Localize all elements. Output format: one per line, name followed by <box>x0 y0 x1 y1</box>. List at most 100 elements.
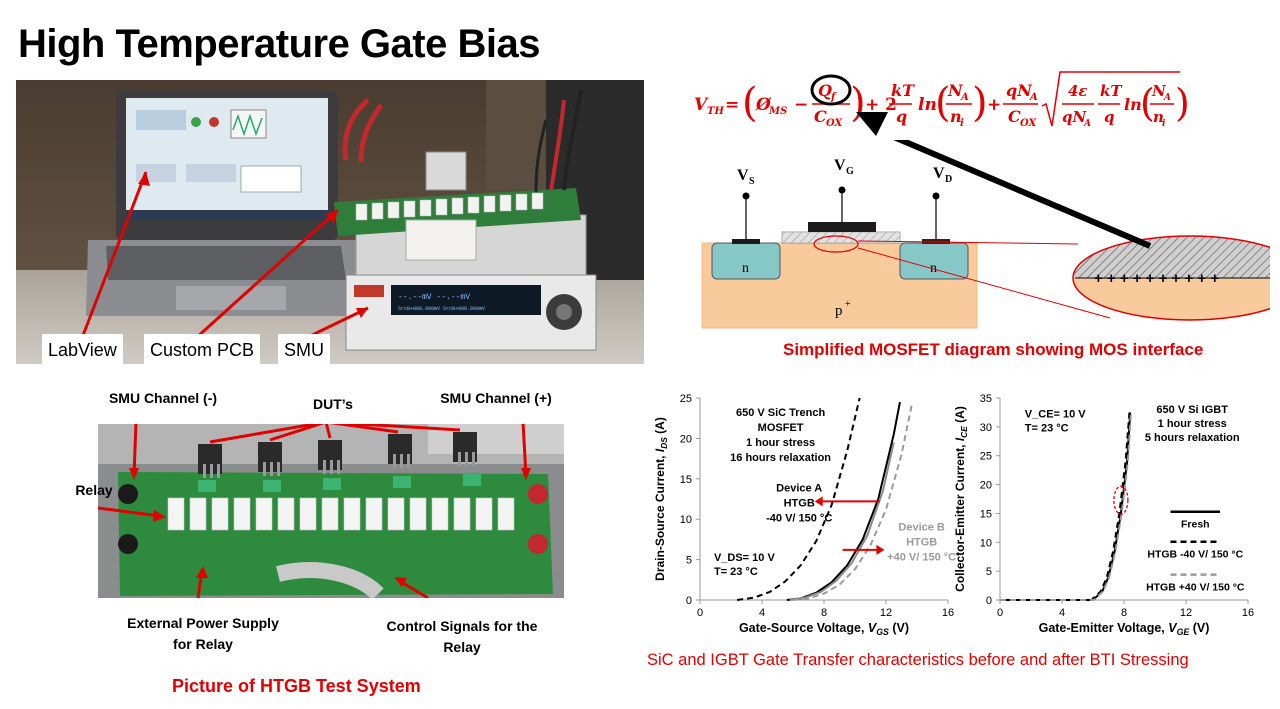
annotation-device: 1 hour stress <box>1158 418 1227 430</box>
smu-display-line2: SrcB+000.000mV SrcB+000.000mV <box>398 306 485 312</box>
chart-0-ylabel: Drain-Source Current, IDS (A) <box>653 417 669 581</box>
label-vd: V <box>933 165 945 182</box>
eq-kt: kT <box>891 81 915 100</box>
label-custom-pcb: Custom PCB <box>144 334 261 364</box>
y-tick-label: 5 <box>986 566 992 578</box>
eq-na2-sub: A <box>1163 93 1171 103</box>
svg-text:(: ( <box>935 80 951 126</box>
eq-cox2: C <box>1008 107 1021 126</box>
annotation-device: MOSFET <box>758 422 804 434</box>
x-tick-label: 0 <box>697 607 703 619</box>
test-setup-illustration: --.--mV --.--mV SrcB+000.000mV SrcB+000.… <box>16 80 644 364</box>
eq-qna-top: qN <box>1006 81 1033 100</box>
x-tick-label: 12 <box>880 607 892 619</box>
annotation-device: 16 hours relaxation <box>730 452 831 464</box>
annotation-device: 5 hours relaxation <box>1145 432 1240 444</box>
htgb-board-illustration <box>98 424 564 598</box>
eq-vth-sub: TH <box>707 106 724 117</box>
label-duts: DUT’s <box>313 396 353 412</box>
eq-na: N <box>947 81 964 100</box>
chart-1-xlabel: Gate-Emitter Voltage, VGE (V) <box>1039 621 1210 637</box>
annotation-vds: V_DS= 10 V <box>714 552 776 564</box>
series-line-0-1 <box>737 397 861 601</box>
annotation-device-b: Device B <box>898 522 945 534</box>
arrow-head <box>856 112 888 136</box>
annotation-temp: T= 23 °C <box>714 566 758 578</box>
y-tick-label: 0 <box>986 595 992 607</box>
eq-kt2: kT <box>1100 82 1123 100</box>
x-tick-label: 8 <box>821 607 827 619</box>
label-p: p <box>835 303 843 319</box>
annotation-temp: T= 23 °C <box>1025 423 1069 435</box>
legend-label-0: Fresh <box>1181 519 1210 531</box>
annotation-device-b: +40 V/ 150 °C <box>887 552 956 564</box>
eq-na2: N <box>1151 82 1167 100</box>
mosfet-diagram-svg: V S V G V D n n p + + + + + + + + + + + <box>701 123 1280 329</box>
svg-text:=: = <box>725 95 739 115</box>
eq-ni: n <box>950 107 962 126</box>
label-external-power-line1: External Power Supply <box>127 615 279 631</box>
eq-qna-bottom: qN <box>1062 108 1087 126</box>
legend-label-1: HTGB -40 V/ 150 °C <box>1147 549 1243 561</box>
caption-charts: SiC and IGBT Gate Transfer characteristi… <box>647 651 1189 669</box>
eq-cox-sub: OX <box>826 118 844 129</box>
x-tick-label: 4 <box>1059 607 1065 619</box>
label-vd-sub: D <box>945 174 952 185</box>
arrow-head-svg <box>856 112 888 136</box>
eq-four-eps: 4ε <box>1068 82 1088 100</box>
svg-text:): ) <box>1175 81 1190 125</box>
eq-qna-bottom-sub: A <box>1083 119 1091 129</box>
label-vg-sub: G <box>846 166 854 177</box>
chart-1-ylabel: Collector-Emitter Current, ICE (A) <box>953 406 969 592</box>
y-tick-label: 10 <box>980 537 992 549</box>
annotation-device-a: HTGB <box>784 498 815 510</box>
annotation-device-a: -40 V/ 150 °C <box>766 513 832 525</box>
test-setup-photo: --.--mV --.--mV SrcB+000.000mV SrcB+000.… <box>16 80 644 364</box>
eq-qna-top-sub: A <box>1029 92 1038 103</box>
annotation-device: 650 V Si IGBT <box>1156 404 1228 416</box>
y-tick-label: 15 <box>680 474 692 486</box>
interface-charges: + + + + + + + + + + <box>1094 270 1219 287</box>
series-line-0-3 <box>792 401 914 601</box>
qf-highlight-circle <box>810 74 852 106</box>
x-tick-label: 12 <box>1180 607 1192 619</box>
arrow-device-b-head <box>876 544 885 555</box>
y-tick-label: 5 <box>686 555 692 567</box>
legend-label-2: HTGB +40 V/ 150 °C <box>1146 582 1245 594</box>
highlight-ellipse <box>1113 485 1129 515</box>
htgb-board-photo <box>98 424 564 598</box>
eq-ni-sub: i <box>960 118 964 129</box>
x-tick-label: 16 <box>1242 607 1254 619</box>
annotation-device-b: HTGB <box>906 537 937 549</box>
series-line-0-2 <box>789 442 895 601</box>
label-external-power-line2: for Relay <box>173 636 233 652</box>
y-tick-label: 35 <box>980 393 992 405</box>
label-relay: Relay <box>75 482 113 498</box>
eq-q: q <box>896 107 907 126</box>
label-smu: SMU <box>278 334 330 364</box>
page-title: High Temperature Gate Bias <box>18 22 540 66</box>
y-tick-label: 0 <box>686 595 692 607</box>
eq-phi-sub: MS <box>768 106 787 117</box>
eq-qf: Q <box>818 81 832 100</box>
y-tick-label: 20 <box>980 480 992 492</box>
y-tick-label: 20 <box>680 433 692 445</box>
eq-plus: + <box>987 95 1001 115</box>
eq-qf-sub: f <box>830 92 837 103</box>
series-line-1-2 <box>1000 412 1132 601</box>
svg-text:): ) <box>972 80 988 126</box>
y-tick-label: 30 <box>980 422 992 434</box>
x-tick-label: 0 <box>997 607 1003 619</box>
eq-ni2-sub: i <box>1162 119 1166 129</box>
label-p-sup: + <box>845 299 851 310</box>
eq-ln: ln <box>918 95 937 115</box>
caption-mosfet: Simplified MOSFET diagram showing MOS in… <box>783 340 1204 359</box>
y-tick-label: 25 <box>980 451 992 463</box>
series-line-1-0 <box>1000 412 1132 601</box>
label-control-signals-line1: Control Signals for the <box>386 618 538 634</box>
svg-text:(: ( <box>1140 81 1155 125</box>
chart-0-xlabel: Gate-Source Voltage, VGS (V) <box>739 621 909 637</box>
